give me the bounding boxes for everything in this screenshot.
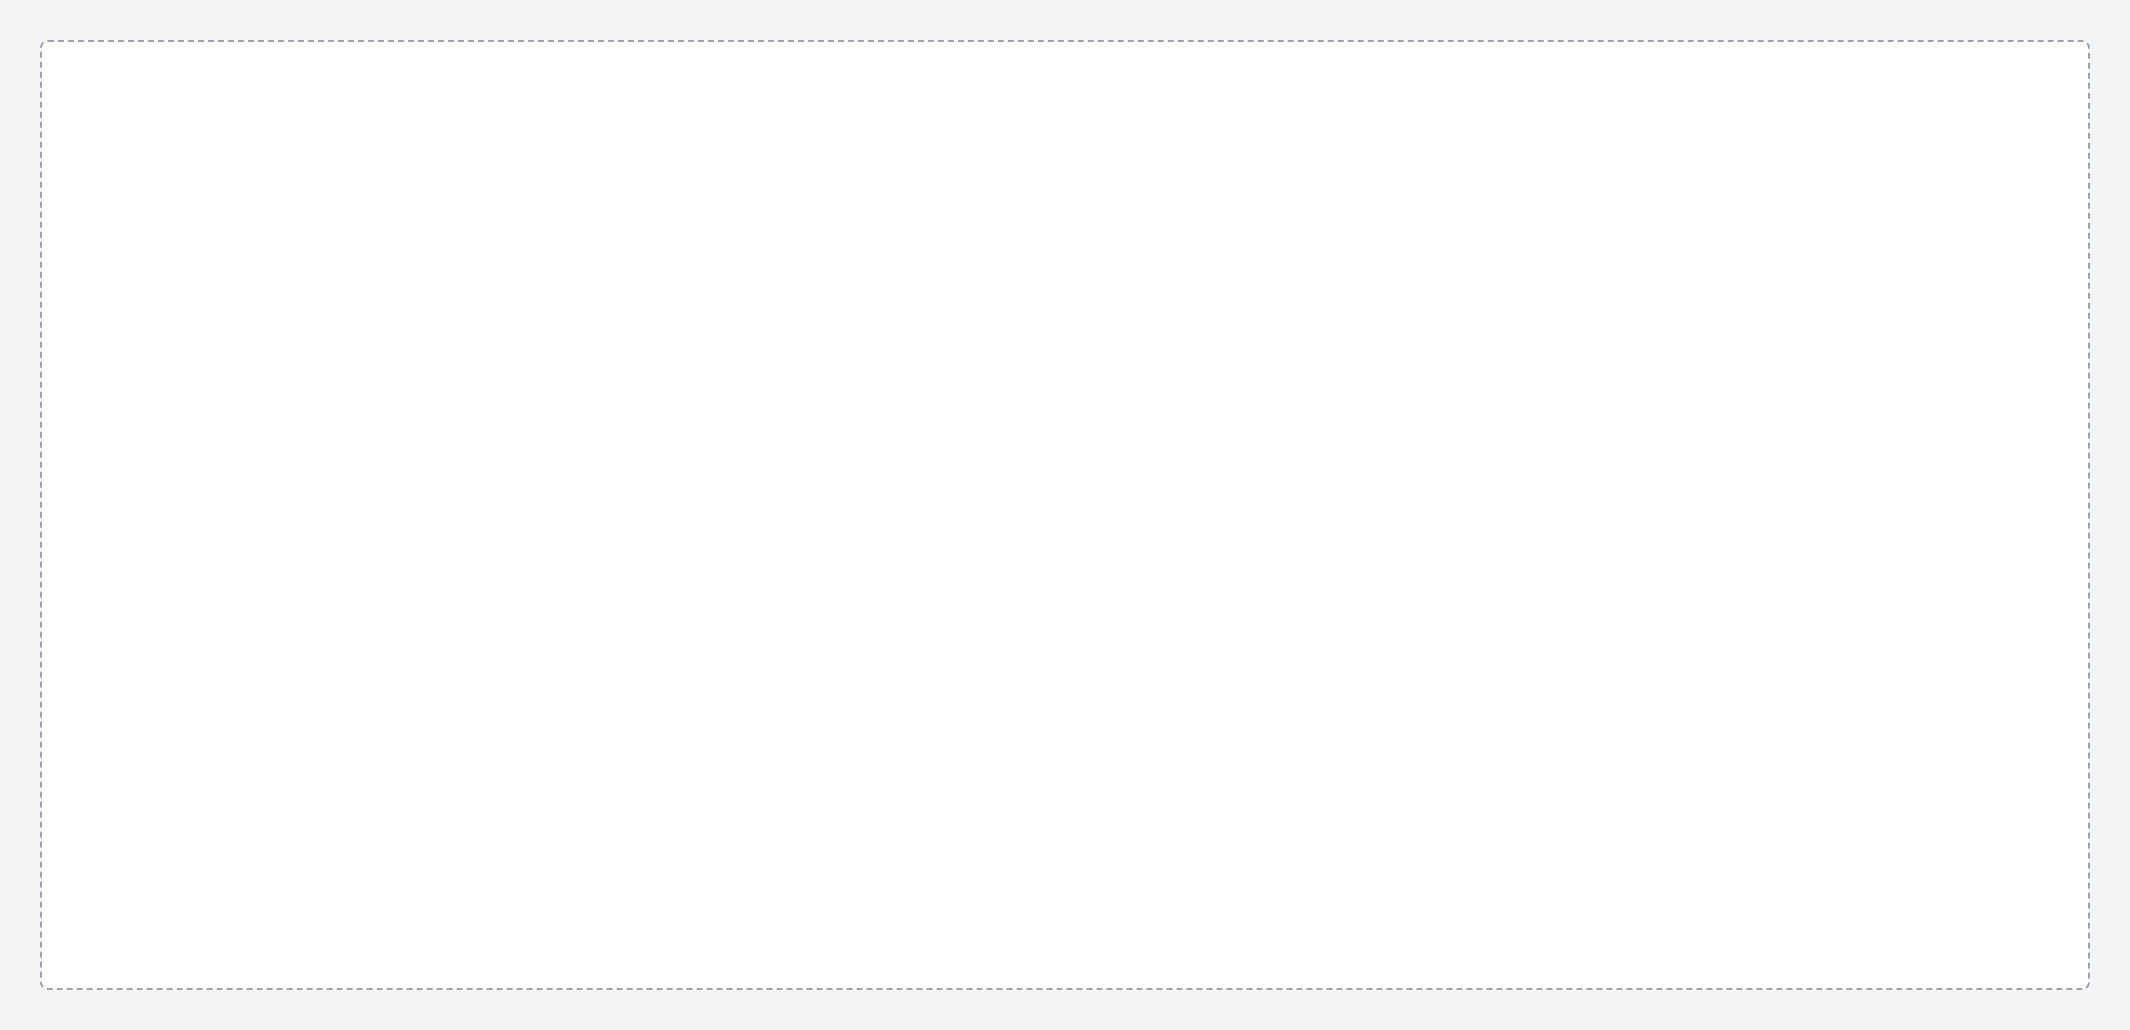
placeholder-frame [40, 40, 2090, 990]
